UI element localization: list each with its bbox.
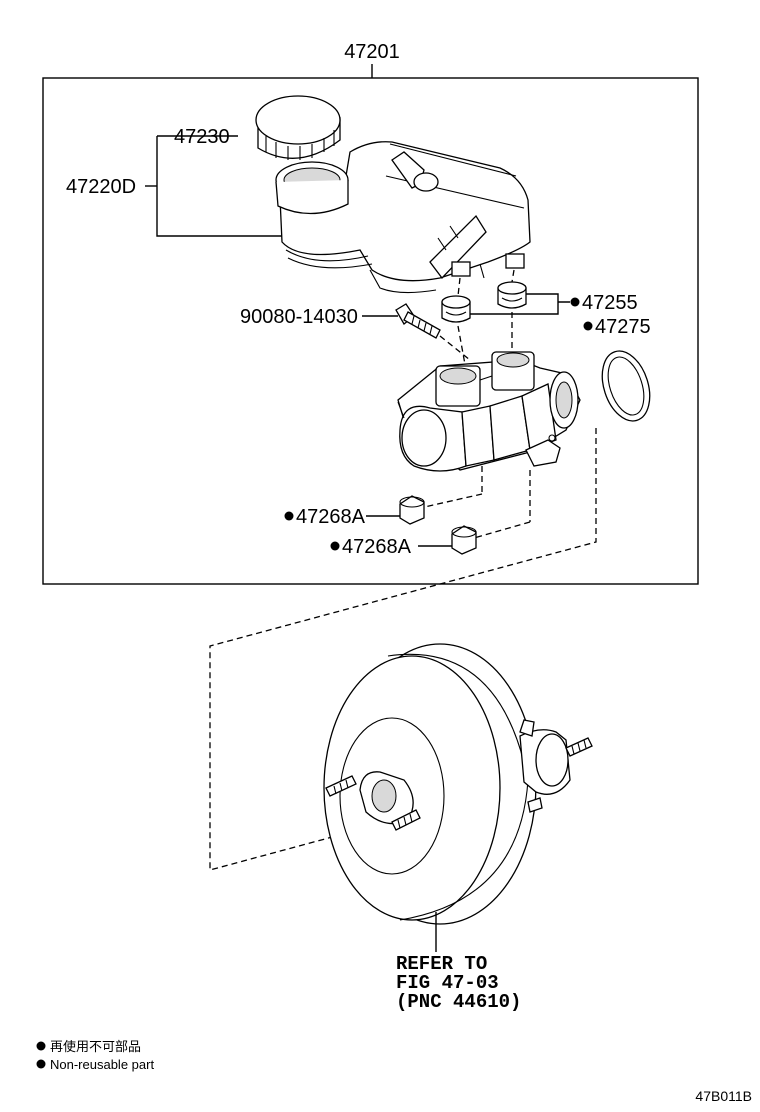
- legend-dot-jp: [36, 1041, 46, 1051]
- reservoir-bracket-line: [156, 136, 282, 237]
- assembly-frame: [42, 77, 699, 585]
- reference-line-3: (PNC 44610): [396, 991, 521, 1013]
- grommet-right: [497, 281, 527, 309]
- reference-line-2: FIG 47-03: [396, 972, 499, 994]
- bolt: [395, 303, 441, 339]
- bolt-dash: [439, 335, 471, 361]
- oring: [601, 350, 651, 422]
- master-cylinder: [397, 351, 581, 472]
- legend-japanese: 再使用不可部品: [50, 1039, 141, 1054]
- reservoir-tank: [275, 141, 531, 294]
- plug-lower-nonreusable-dot: [330, 541, 340, 551]
- plug-upper-dash-horizontal: [419, 493, 483, 509]
- plug-upper-part-label: 47268A: [296, 506, 366, 528]
- plug-lower: [451, 525, 477, 555]
- reference-line-1: REFER TO: [396, 953, 487, 975]
- plug-upper: [399, 495, 425, 525]
- legend-dot-en: [36, 1059, 46, 1069]
- grommet-left-upper-dash: [457, 277, 461, 297]
- plug-lower-dash-horizontal: [473, 521, 531, 539]
- reservoir-cap: [255, 95, 341, 160]
- grommet-left: [441, 295, 471, 323]
- grommet-left-lower-dash: [457, 325, 467, 371]
- plug-upper-nonreusable-dot: [284, 511, 294, 521]
- grommet-right-upper-dash: [511, 269, 515, 283]
- reservoir-part-label: 47220D: [66, 176, 136, 198]
- grommet-leader-line: [470, 293, 570, 315]
- oring-nonreusable-dot: [583, 321, 593, 331]
- bolt-part-label: 90080-14030: [240, 306, 358, 328]
- legend-english: Non-reusable part: [50, 1057, 154, 1072]
- grommet-part-label: 47255: [582, 292, 638, 314]
- plug-lower-part-label: 47268A: [342, 536, 412, 558]
- oring-part-label: 47275: [595, 316, 651, 338]
- assembly-number-label: 47201: [344, 41, 400, 63]
- brake-booster: [323, 643, 593, 925]
- cap-part-label: 47230: [174, 126, 230, 148]
- grommet-nonreusable-dot: [570, 297, 580, 307]
- figure-id: 47B011B: [695, 1088, 752, 1104]
- booster-mount-dash: [209, 428, 597, 871]
